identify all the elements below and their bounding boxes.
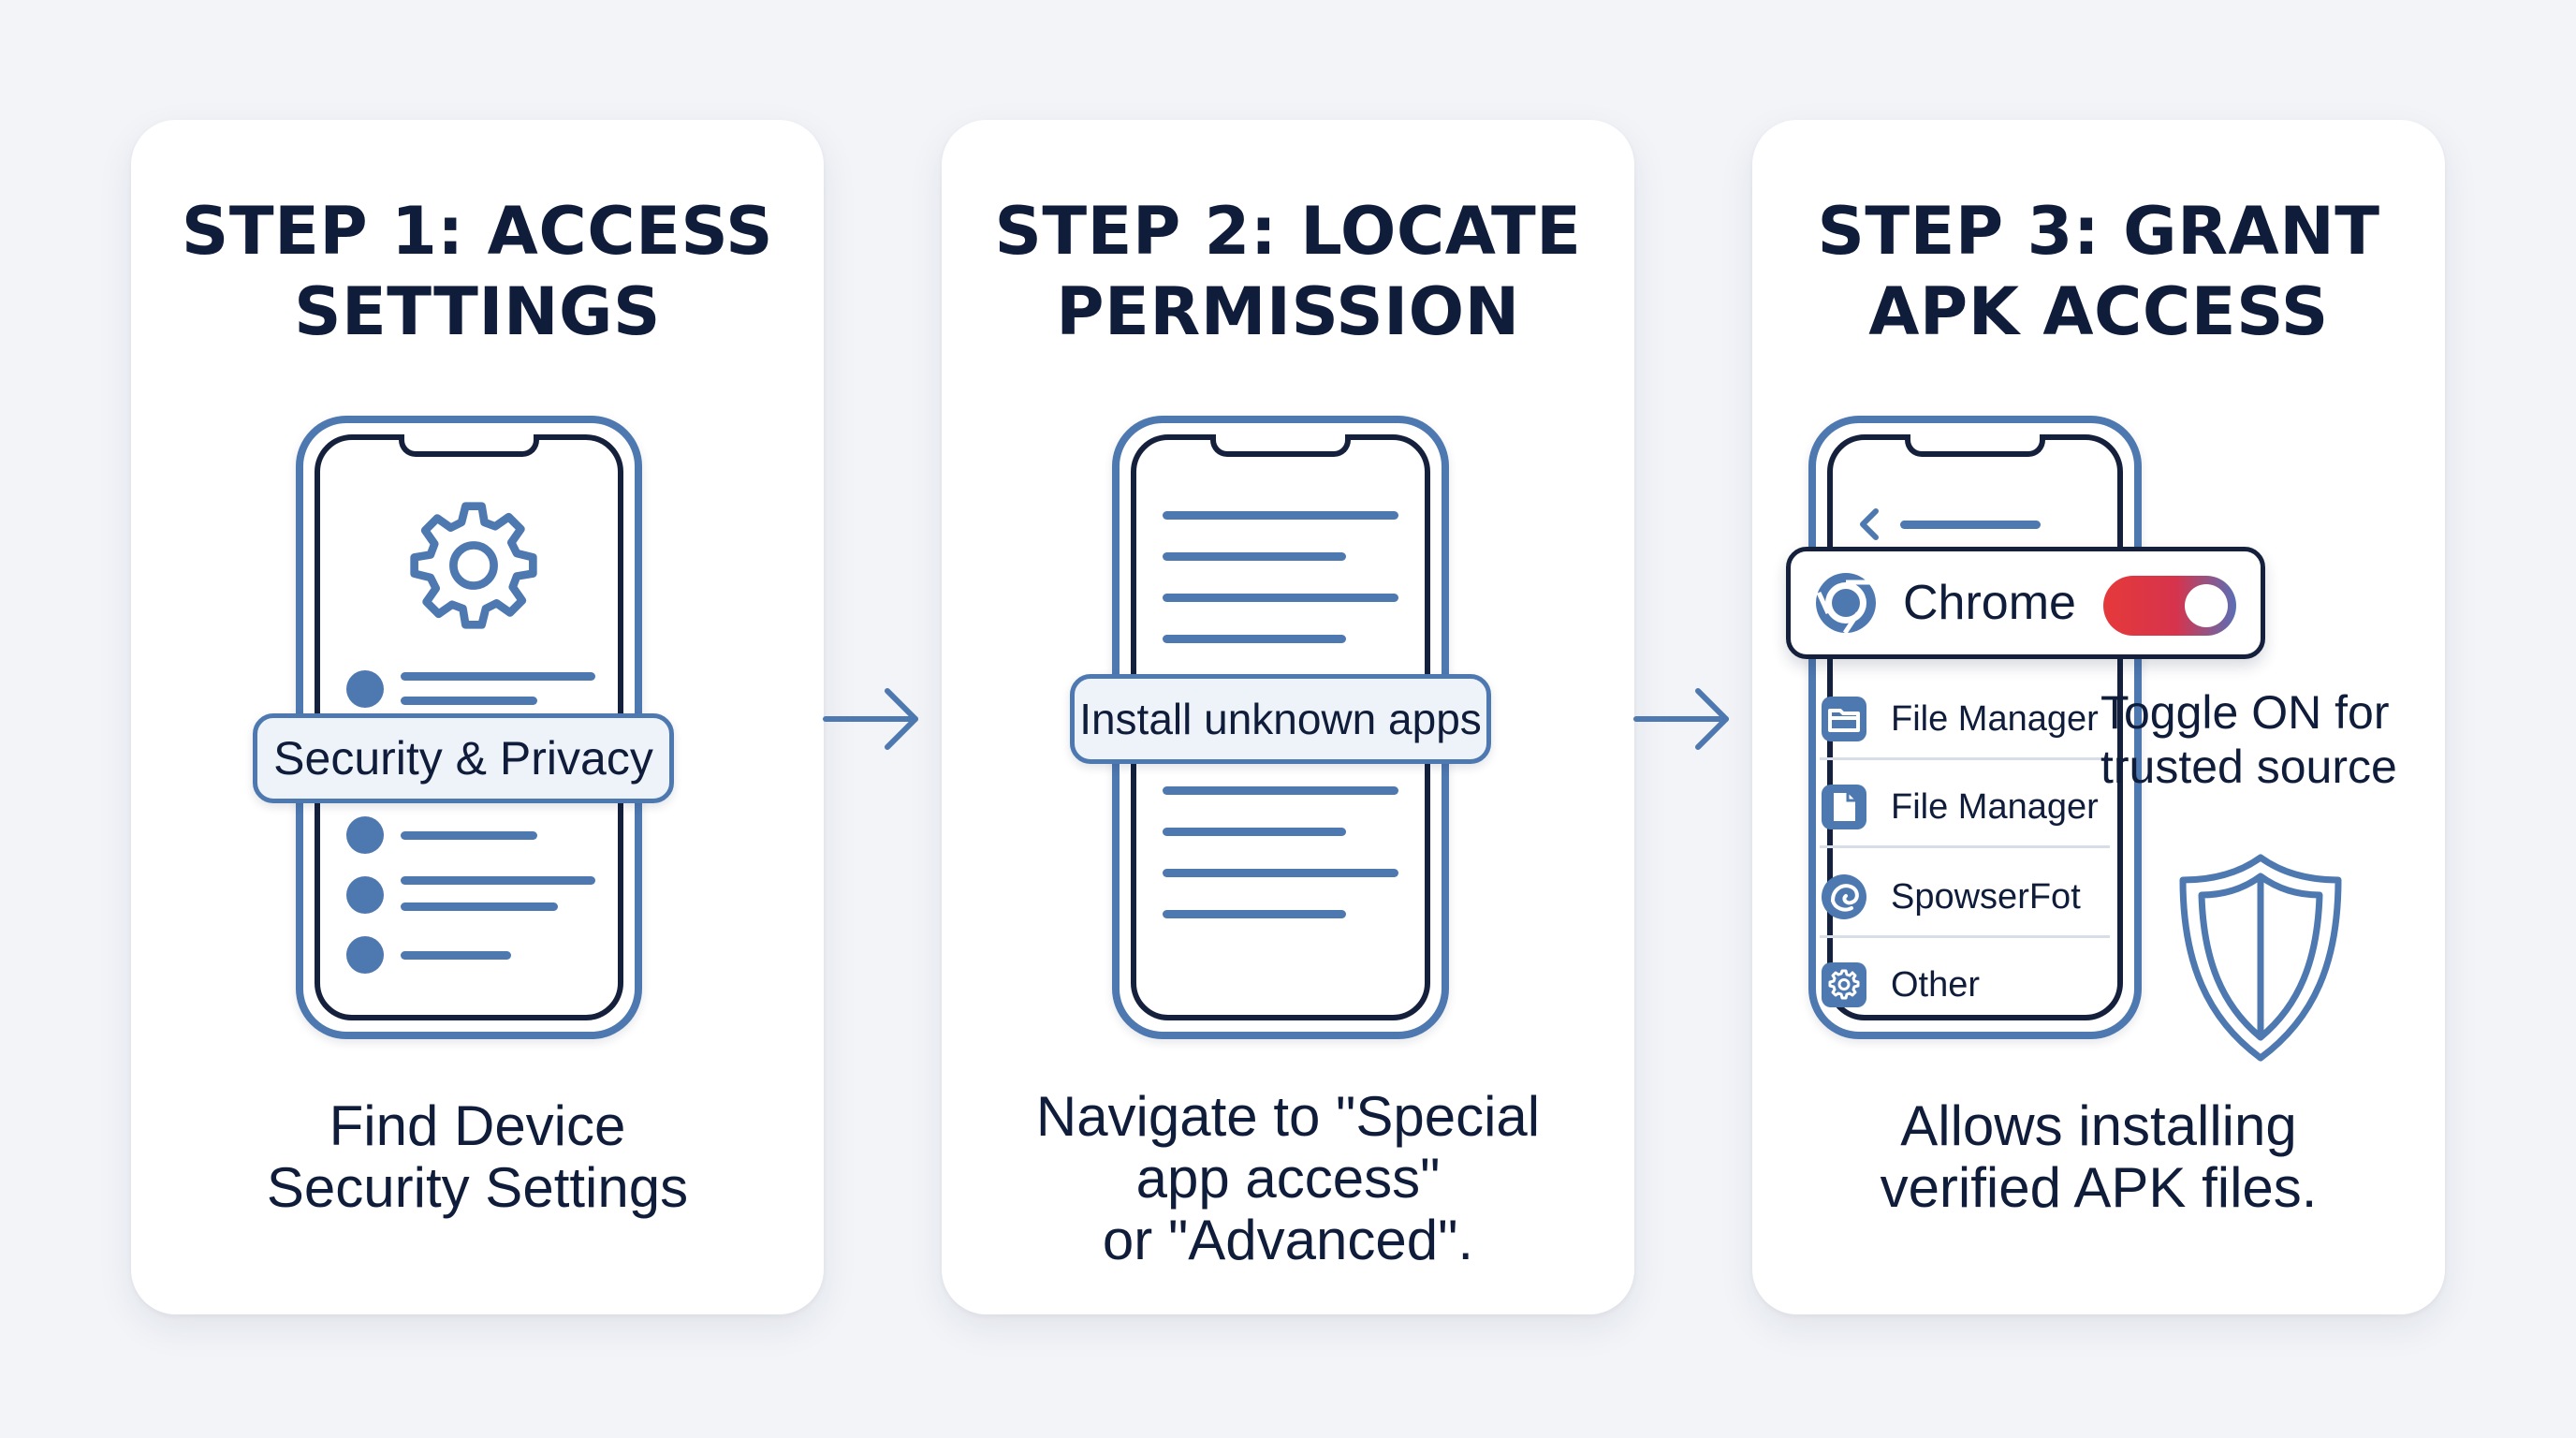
toggle-note-line-1: Toggle ON for bbox=[2100, 686, 2390, 739]
chrome-icon bbox=[1816, 573, 1876, 635]
step-1-title-line-1: STEP 1: ACCESS bbox=[181, 193, 774, 270]
app-label: SpowserFot bbox=[1891, 877, 2081, 917]
security-privacy-item[interactable]: Security & Privacy bbox=[253, 713, 674, 803]
divider bbox=[1820, 845, 2110, 848]
app-label: File Manager bbox=[1891, 699, 2099, 739]
step-3-title: STEP 3: GRANT APK ACCESS bbox=[1752, 191, 2445, 352]
step-3-card: STEP 3: GRANT APK ACCESS Chrome bbox=[1752, 120, 2445, 1314]
menu-bullet bbox=[346, 876, 384, 914]
step-2-caption-line-2: app access" bbox=[1135, 1147, 1441, 1210]
step-2-caption-line-1: Navigate to "Special bbox=[1035, 1085, 1541, 1148]
allow-toggle[interactable] bbox=[2103, 576, 2236, 636]
step-1-title-line-2: SETTINGS bbox=[294, 273, 661, 350]
browser-icon bbox=[1822, 874, 1866, 919]
arrow-right-icon bbox=[1633, 688, 1729, 750]
app-list-item[interactable]: SpowserFot bbox=[1820, 854, 2110, 938]
step-2-caption: Navigate to "Special app access" or "Adv… bbox=[942, 1086, 1634, 1271]
install-unknown-apps-item[interactable]: Install unknown apps bbox=[1070, 674, 1491, 764]
step-2-title-line-2: PERMISSION bbox=[1056, 273, 1520, 350]
menu-line bbox=[401, 697, 537, 705]
step-3-caption: Allows installing verified APK files. bbox=[1752, 1095, 2445, 1219]
step-1-caption-line-1: Find Device bbox=[329, 1094, 626, 1157]
step-2-title-line-1: STEP 2: LOCATE bbox=[994, 193, 1582, 270]
shield-icon bbox=[2179, 854, 2342, 1062]
step-1-card: STEP 1: ACCESS SETTINGS Security & Priva… bbox=[131, 120, 824, 1314]
text-line bbox=[1163, 869, 1398, 877]
arrow-right-icon bbox=[823, 688, 918, 750]
app-list-item[interactable]: File Manager bbox=[1820, 764, 2110, 848]
step-1-caption-line-2: Security Settings bbox=[266, 1156, 689, 1219]
app-list-item[interactable]: Other bbox=[1820, 942, 2110, 1026]
menu-line bbox=[401, 902, 558, 911]
step-2-caption-line-3: or "Advanced". bbox=[1102, 1209, 1474, 1271]
step-3-caption-line-1: Allows installing bbox=[1900, 1094, 2297, 1157]
divider bbox=[1820, 935, 2110, 938]
gear-icon bbox=[1822, 962, 1866, 1007]
toggle-knob bbox=[2185, 584, 2228, 627]
step-2-card: STEP 2: LOCATE PERMISSION Install unknow… bbox=[942, 120, 1634, 1314]
text-line bbox=[1163, 910, 1346, 918]
menu-line bbox=[401, 672, 595, 681]
text-line bbox=[1163, 552, 1346, 561]
menu-line bbox=[401, 831, 537, 840]
menu-bullet bbox=[346, 816, 384, 854]
menu-bullet bbox=[346, 670, 384, 708]
phone-screen bbox=[1827, 434, 2123, 1020]
folder-icon bbox=[1822, 697, 1866, 741]
phone-notch bbox=[399, 434, 539, 457]
step-3-title-line-2: APK ACCESS bbox=[1868, 273, 2329, 350]
chrome-label: Chrome bbox=[1903, 576, 2076, 630]
gear-icon bbox=[410, 502, 537, 629]
toggle-note-line-2: trusted source bbox=[2100, 741, 2397, 793]
step-1-title: STEP 1: ACCESS SETTINGS bbox=[131, 191, 824, 352]
menu-line bbox=[401, 951, 511, 960]
back-chevron-icon bbox=[1860, 508, 1879, 540]
header-line bbox=[1900, 521, 2041, 529]
toggle-note: Toggle ON for trusted source bbox=[2100, 685, 2397, 794]
menu-bullet bbox=[346, 936, 384, 974]
app-label: File Manager bbox=[1891, 787, 2099, 827]
divider bbox=[1820, 757, 2110, 760]
step-1-caption: Find Device Security Settings bbox=[131, 1095, 824, 1219]
text-line bbox=[1163, 511, 1398, 520]
phone-notch bbox=[1905, 434, 2045, 457]
text-line bbox=[1163, 786, 1398, 795]
app-label: Other bbox=[1891, 965, 1981, 1005]
text-line bbox=[1163, 635, 1346, 643]
text-line bbox=[1163, 594, 1398, 602]
step-3-caption-line-2: verified APK files. bbox=[1880, 1156, 2318, 1219]
chrome-permission-row[interactable]: Chrome bbox=[1786, 547, 2265, 659]
phone-notch bbox=[1210, 434, 1351, 457]
app-list-item[interactable]: File Manager bbox=[1820, 676, 2110, 760]
menu-line bbox=[401, 876, 595, 885]
file-icon bbox=[1822, 785, 1866, 829]
text-line bbox=[1163, 828, 1346, 836]
step-2-title: STEP 2: LOCATE PERMISSION bbox=[942, 191, 1634, 352]
step-3-title-line-1: STEP 3: GRANT bbox=[1817, 193, 2380, 270]
